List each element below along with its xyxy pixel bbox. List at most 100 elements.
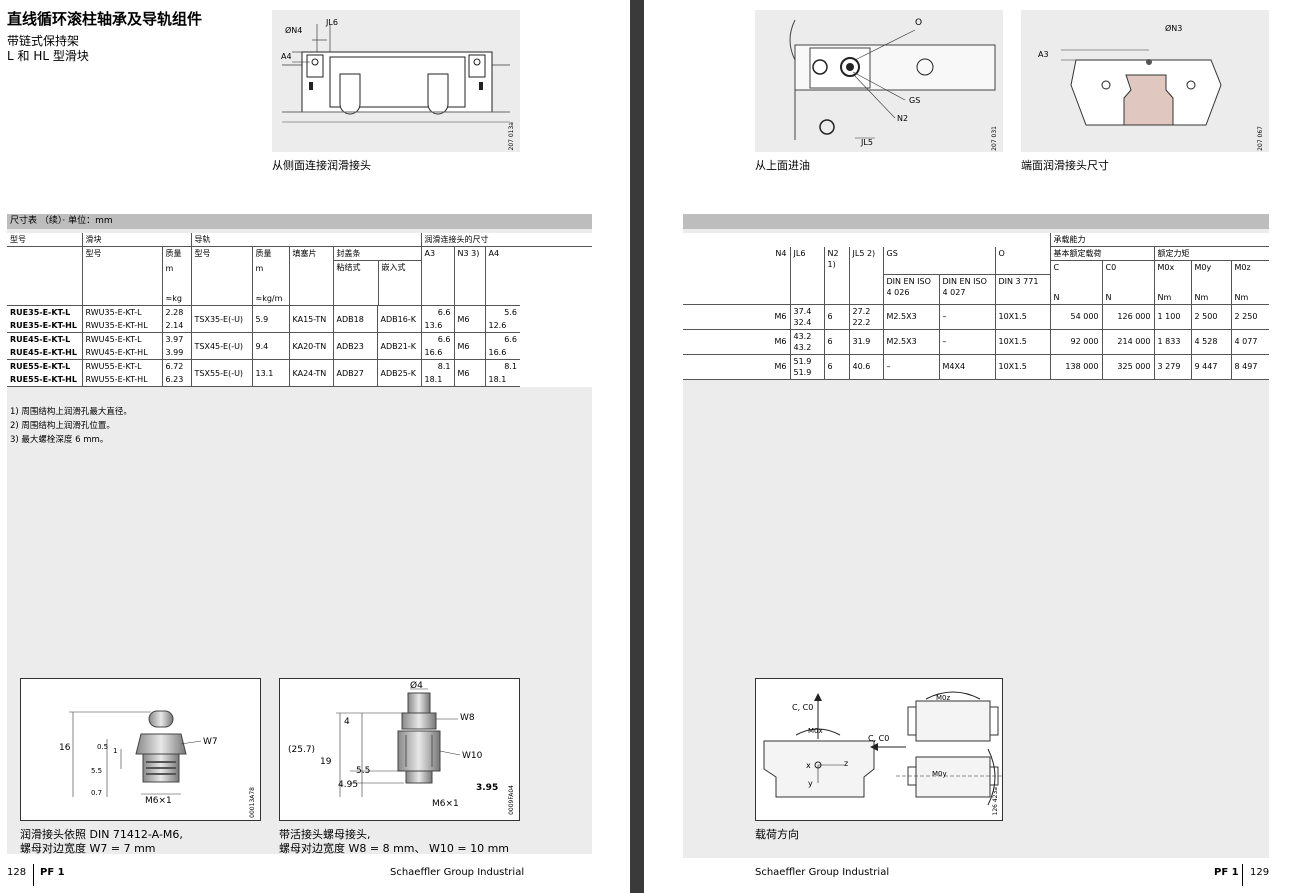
label-m6: M6×1 [145,796,172,806]
row-model: RUE35-E-KT-L [10,308,71,317]
row-model: RUE35-E-KT-HL [7,319,82,333]
figure-union-nut: Ø4 4 (25.7) 19 5.5 4.95 W8 W10 3.95 M6×1… [279,678,520,821]
page-number-left: 128 [7,867,27,878]
hdr-lube: 润滑连接头的尺寸 [420,233,592,247]
row-carriage: RWU35-E-KT-HL [81,319,162,333]
row-gs1: M2.5X3 [882,329,939,355]
row-a3: 18.1 [420,373,454,387]
hdr-c: C [1049,260,1102,274]
label-55: 5.5 [91,767,103,775]
hdr-rail-m: m [255,264,264,273]
row-a3: 6.6 [420,305,454,319]
hdr-carriage-type: 型号 [81,246,162,306]
row-mass: 2.28 [161,305,191,319]
footer-pf-left: PF 1 [40,867,65,878]
figure-code: 126 423a [992,787,999,816]
figure-load-direction: C, C0 C, C0 M0x M0z M0y x y z 126 423a [755,678,1003,821]
row-jl5a: 40.6 [848,354,883,380]
label-w10: W10 [462,751,483,761]
row-a4: 12.6 [484,319,520,333]
hdr-din4026: DIN EN ISO 4 026 [882,274,939,305]
union-nut-drawing [336,688,461,797]
label-19: 19 [320,757,332,767]
hdr-n3: N3 3) [453,246,485,306]
label-mox: M0x [808,727,823,735]
hdr-glue: 粘结式 [336,263,361,272]
label-d4: Ø4 [410,681,423,691]
figure-top-lube-caption: 从上面进油 [755,159,810,172]
row-model: RUE55-E-KT-L [10,362,71,371]
row-n2: 6 [823,304,849,330]
figure-side-lube: ØN4 JL6 A4 207 013a [272,10,520,152]
hdr-rail-mass: 质量 [255,249,272,258]
row-rail-mass: 5.9 [251,305,289,333]
hdr-model: 型号 [7,233,82,247]
row-c0: 325 000 [1101,354,1154,380]
row-n2: 6 [823,329,849,355]
figure-end-lube-caption: 端面润滑接头尺寸 [1021,159,1109,172]
hdr-shim: 填塞片 [288,246,333,306]
hdr-o: O [994,246,1050,275]
grease-nipple-caption-1: 润滑接头依照 DIN 71412-A-M6, [20,828,183,841]
label-w8: W8 [460,713,475,723]
row-c: 54 000 [1049,304,1102,330]
row-jl6a: 43.2 [793,331,812,341]
hdr-c0: C0 [1101,260,1154,274]
hdr-din3771: DIN 3 771 [994,274,1050,305]
hdr-rail-type: 型号 [190,246,252,306]
row-n4: M6 [683,354,790,380]
row-rail-mass: 13.1 [251,359,289,387]
label-moz: M0z [936,694,951,702]
row-moz: 4 077 [1230,329,1269,355]
label-o: O [915,18,923,28]
row-shim: KA20-TN [288,332,333,360]
row-jl6b: 32.4 [793,317,812,327]
row-mass: 3.99 [161,346,191,360]
row-c0: 214 000 [1101,329,1154,355]
footer-pf-right: PF 1 [1214,867,1239,878]
figure-code: 207 013a [508,122,515,151]
union-nut-caption-1: 带活接头螺母接头, [279,828,371,841]
dimension-table-right: 承载能力 N4 JL6 N2 1) JL5 2) GS O 基本额定载荷 额定力… [683,233,1269,380]
page-spine [630,0,644,893]
row-rail: TSX45-E(-U) [190,332,252,360]
subtitle-cage: 带链式保持架 [7,34,80,48]
footer-divider [1242,864,1243,886]
hdr-rail: 导轨 [190,233,421,247]
row-rail: TSX55-E(-U) [190,359,252,387]
hdr-kg: ≈kg [165,294,182,303]
label-cc0-vertical: C, C0 [792,703,814,712]
label-a4: A4 [281,52,292,61]
row-mass: 6.72 [161,359,191,373]
row-moz: 8 497 [1230,354,1269,380]
hdr-unit-n: N [1049,274,1102,305]
hdr-a4: A4 [484,246,520,306]
hdr-n2: N2 1) [823,246,849,305]
side-lube-drawing [282,24,510,123]
row-rail: TSX35-E(-U) [190,305,252,333]
label-55b: 5.5 [356,766,371,776]
row-gs1: – [882,354,939,380]
load-direction-drawing [763,691,1002,806]
subtitle-types: L 和 HL 型滑块 [7,49,89,63]
row-shim: KA15-TN [288,305,333,333]
hdr-gs: GS [882,246,995,275]
label-16: 16 [59,743,71,753]
figure-top-lube: O GS N2 JL5 207 031 [755,10,1003,152]
footnote-2: 2) 周围结构上润滑孔位置。 [10,421,115,431]
label-jl6: JL6 [326,18,338,27]
row-gs2: – [938,329,995,355]
label-moy: M0y [932,770,947,778]
figure-code: 00013A78 [249,787,256,818]
hdr-moment: 额定力矩 [1153,246,1269,261]
hdr-a3: A3 [420,246,454,306]
figure-code: 207 031 [991,126,998,151]
hdr-capacity: 承载能力 [1049,233,1269,247]
union-nut-caption-2: 螺母对边宽度 W8 = 8 mm、 W10 = 10 mm [279,842,510,855]
row-glue: ADB23 [332,332,377,360]
label-4: 4 [344,717,350,727]
row-gs2: – [938,304,995,330]
page-number-right: 129 [1250,867,1270,878]
